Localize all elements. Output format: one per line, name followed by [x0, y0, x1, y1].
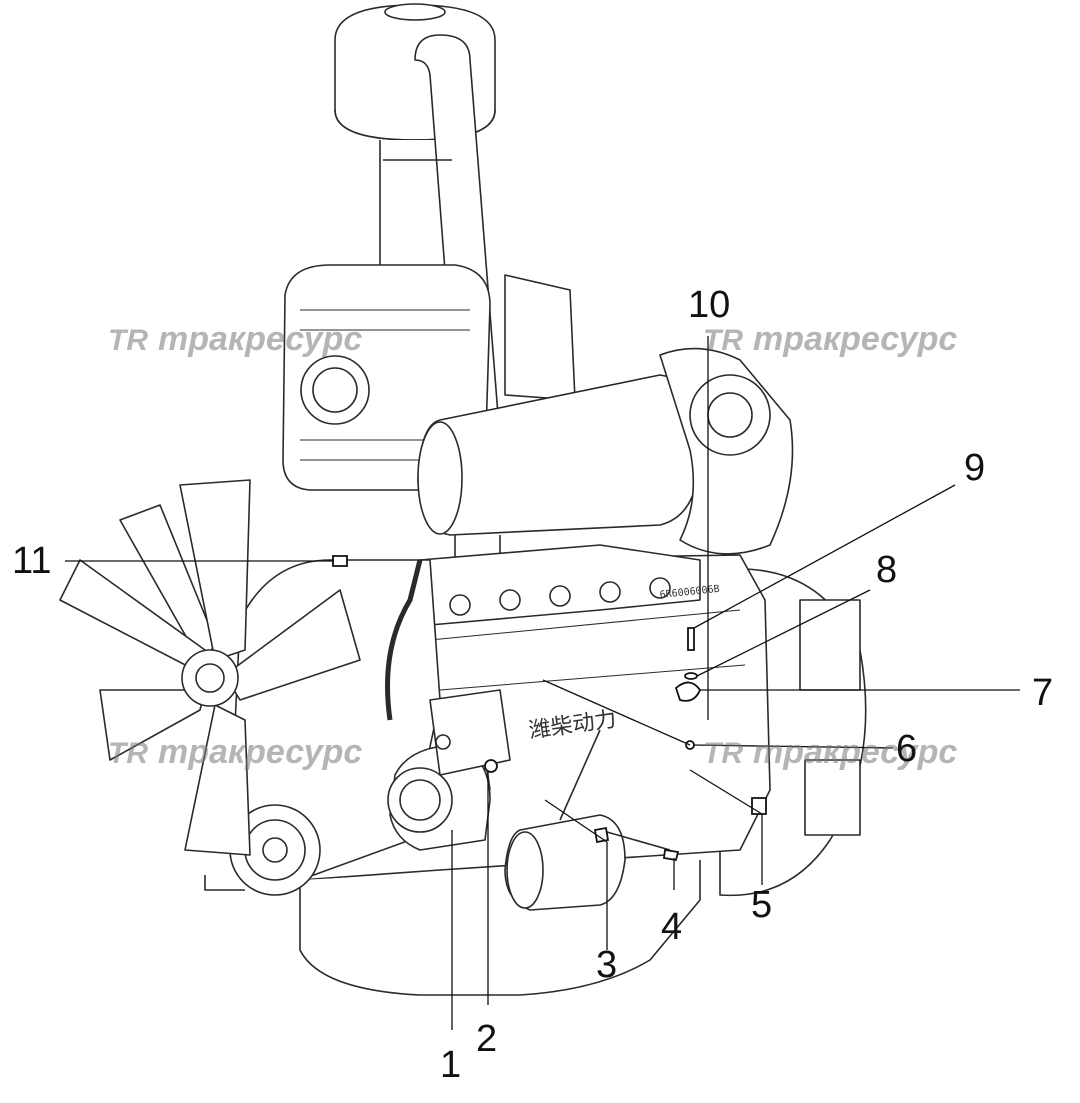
cooling-fan [59, 479, 361, 856]
bolt-part-3 [593, 826, 610, 844]
watermark-top-left: TR тракресурс [108, 320, 362, 359]
washer-part-8 [684, 672, 698, 680]
watermark-bottom-right: TR тракресурс [703, 733, 957, 772]
turbocharger [659, 347, 794, 555]
callout-4: 4 [661, 906, 683, 948]
coolant-hose [385, 559, 423, 721]
callout-9: 9 [964, 447, 986, 489]
watermark-logo: TR [703, 324, 743, 357]
callout-6: 6 [896, 728, 918, 770]
sensor-part-4 [662, 848, 680, 862]
alternator-bracket [429, 689, 511, 776]
watermark-text: тракресурс [158, 733, 363, 771]
watermark-top-right: TR тракресурс [703, 320, 957, 359]
callout-5: 5 [751, 884, 773, 926]
sensor-wire [599, 829, 671, 851]
watermark-logo: TR [108, 324, 148, 357]
crankshaft-pulley [204, 804, 321, 896]
callout-2: 2 [476, 1018, 498, 1060]
leader-lines [65, 336, 1020, 1030]
starter-motor [504, 814, 626, 911]
watermark-logo: TR [703, 737, 743, 770]
watermark-text: тракресурс [753, 320, 958, 358]
dipstick-tube [559, 729, 601, 821]
callout-7: 7 [1032, 672, 1054, 714]
alternator [387, 744, 491, 851]
watermark-bottom-left: TR тракресурс [108, 733, 362, 772]
watermark-text: тракресурс [158, 320, 363, 358]
callout-10: 10 [688, 284, 731, 326]
clamp-part-7 [674, 681, 702, 702]
washer-part-2 [484, 759, 498, 773]
callout-3: 3 [596, 944, 618, 986]
muffler [417, 374, 701, 566]
callout-1: 1 [440, 1044, 462, 1086]
clamp-part-11 [332, 555, 348, 567]
callout-11: 11 [12, 540, 52, 582]
exhaust-manifold [419, 544, 701, 626]
callout-8: 8 [876, 549, 898, 591]
bolt-part-9 [687, 627, 695, 651]
watermark-text: тракресурс [753, 733, 958, 771]
watermark-logo: TR [108, 737, 148, 770]
